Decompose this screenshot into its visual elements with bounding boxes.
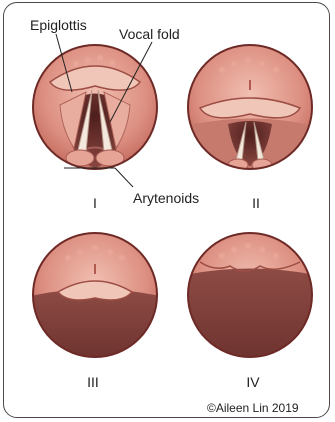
- grade-i-label: I: [75, 195, 115, 211]
- grade-iv-pharynx: [185, 269, 315, 361]
- grade-iv-view: [185, 233, 315, 360]
- grade-i-view: [33, 45, 157, 169]
- grade-iii-view: [30, 233, 160, 360]
- grade-iv-label: IV: [233, 374, 273, 390]
- grade-ii-label: II: [236, 195, 276, 211]
- epiglottis-label: Epiglottis: [30, 17, 87, 33]
- arytenoids-leader-line-2: [115, 168, 133, 187]
- grade-iii-pharynx: [30, 289, 160, 360]
- copyright-credit: ©Aileen Lin 2019: [207, 401, 299, 415]
- grade-iii-label: III: [73, 374, 113, 390]
- grade-ii-view: [188, 45, 312, 175]
- vocal-fold-label: Vocal fold: [119, 26, 180, 42]
- arytenoids-label: Arytenoids: [133, 190, 199, 206]
